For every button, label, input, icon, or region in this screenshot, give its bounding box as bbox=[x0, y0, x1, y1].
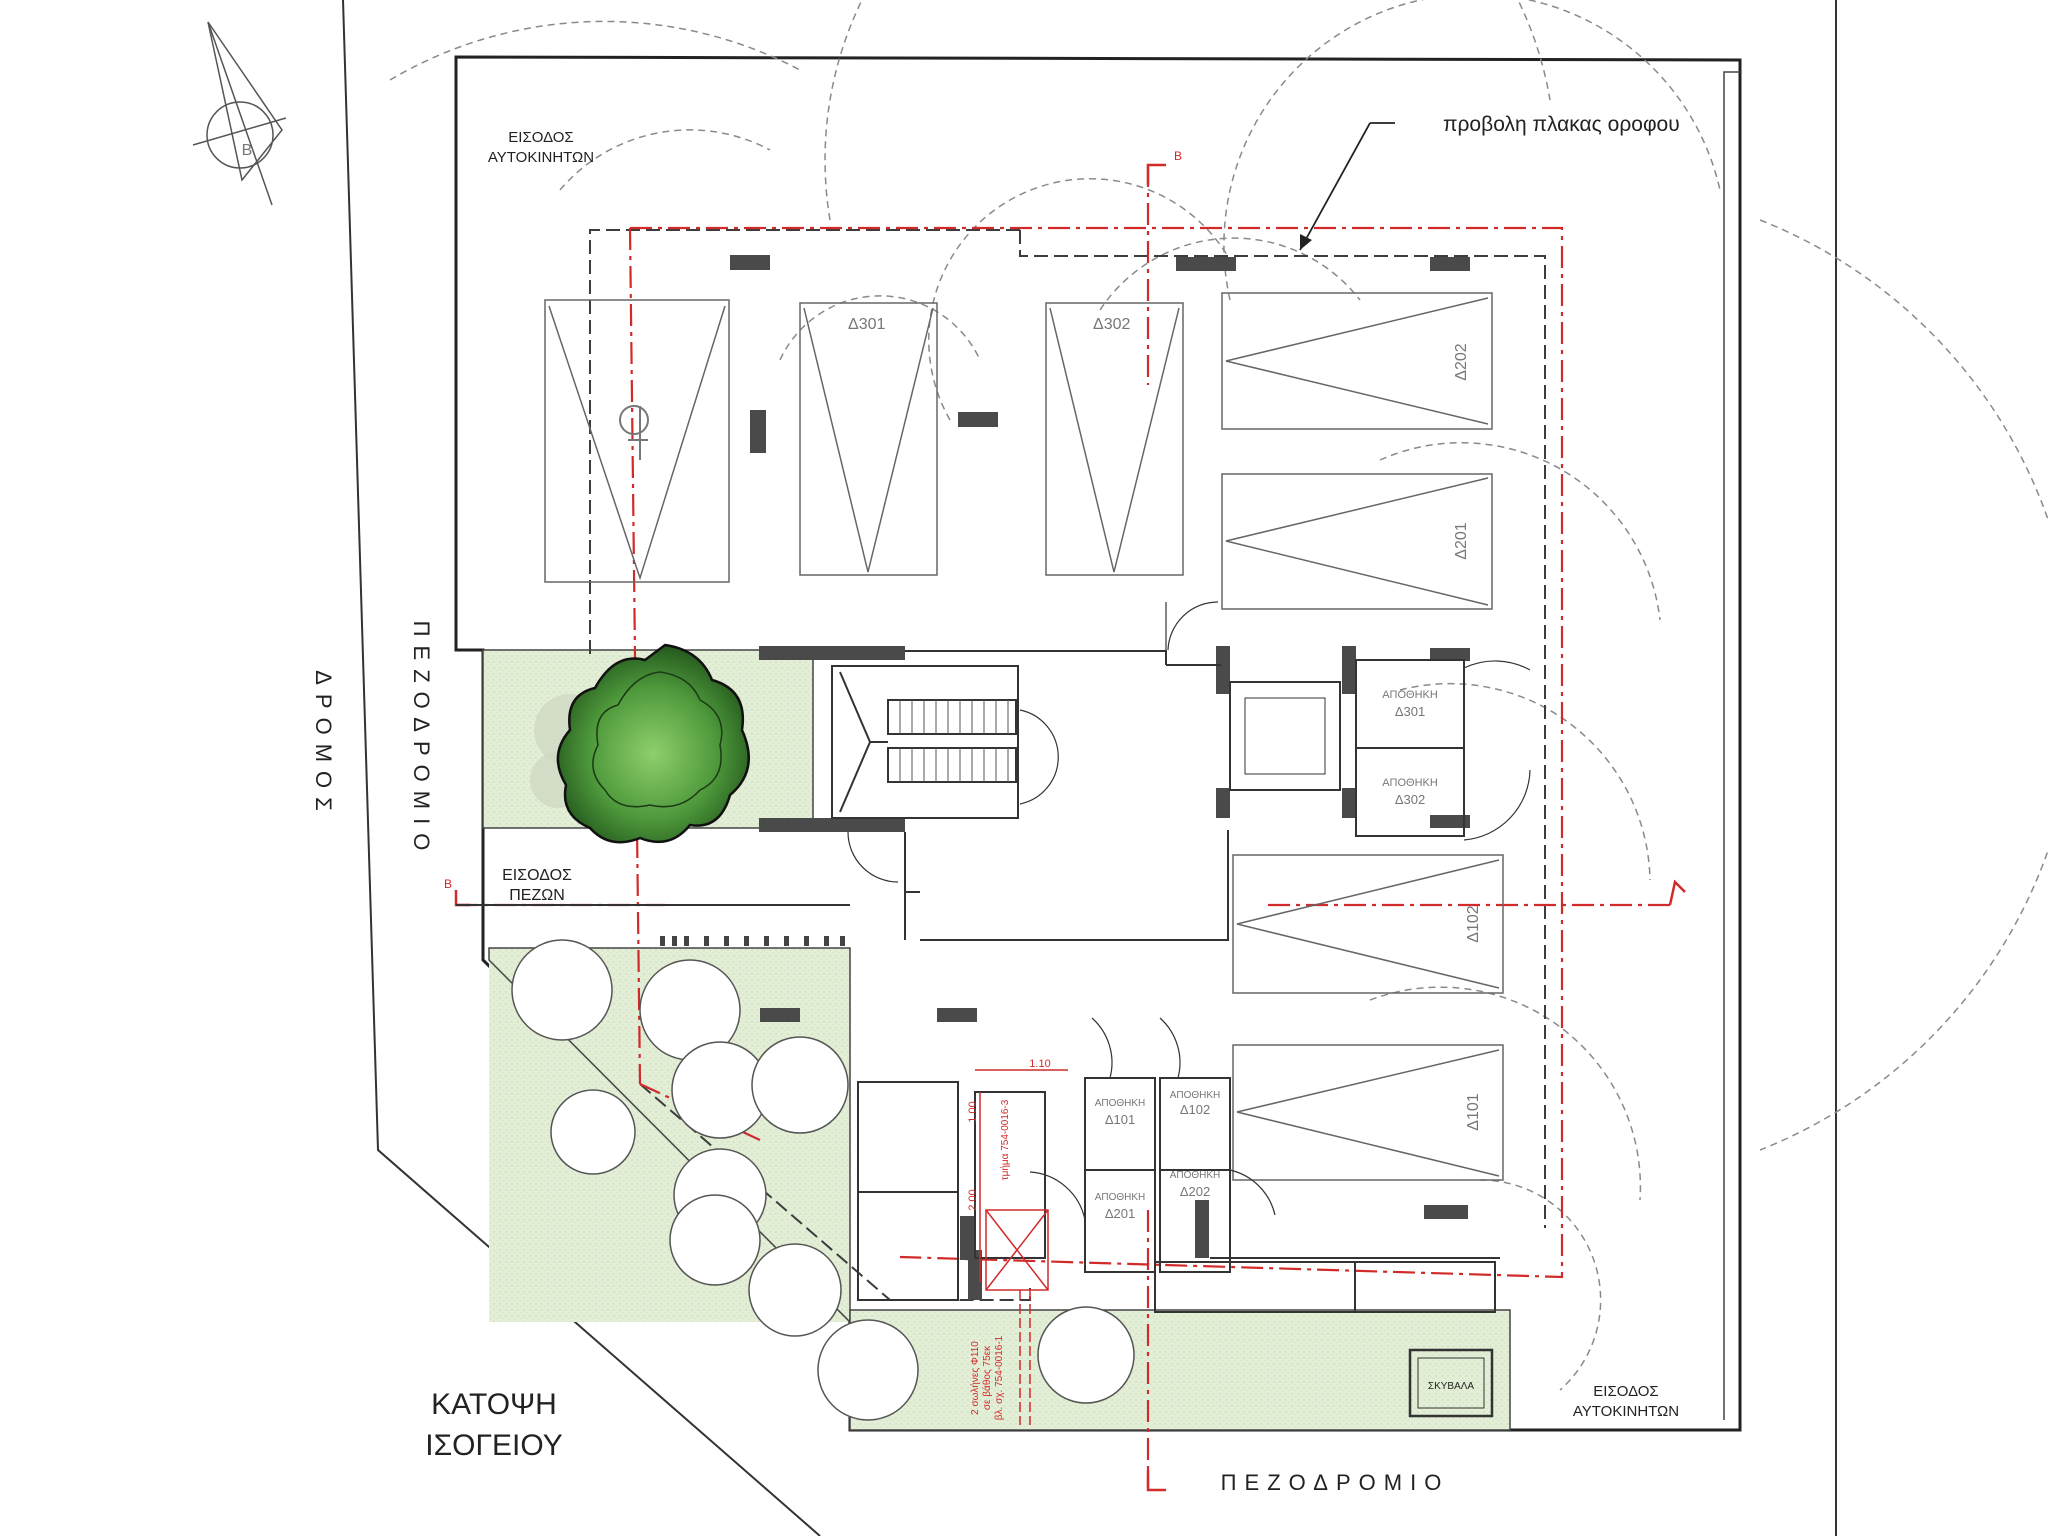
car-entrance-bottom-line2: ΑΥΤΟΚΙΝΗΤΩΝ bbox=[1573, 1403, 1679, 1420]
north-arrow-icon bbox=[192, 21, 287, 206]
dimension-200: 2.00 bbox=[967, 1189, 979, 1210]
drawing-title-line2: ΙΣΟΓΕΙΟΥ bbox=[425, 1429, 562, 1462]
utility-dimensions bbox=[975, 1069, 1068, 1425]
structural-columns bbox=[730, 255, 1470, 1300]
north-letter: Β bbox=[242, 142, 253, 159]
sidewalk-south-label: ΠΕΖΟΔΡΟΜΙΟ bbox=[1221, 1470, 1450, 1495]
bottom-strip bbox=[1154, 1257, 1500, 1418]
parking-top-row bbox=[544, 299, 1184, 583]
dimension-100: 1.00 bbox=[967, 1101, 979, 1122]
car-entrance-top-line2: ΑΥΤΟΚΙΝΗΤΩΝ bbox=[488, 149, 594, 166]
pipe-note-2: σε βάθος 75εκ bbox=[981, 1345, 993, 1410]
parking-label-d301: Δ301 bbox=[848, 316, 885, 333]
street-label: ΔΡΟΜΟΣ bbox=[311, 670, 336, 820]
pipe-note-4: τμήμα 754-0016-3 bbox=[999, 1099, 1011, 1180]
storage-label-d201: Δ201 bbox=[1105, 1206, 1135, 1221]
storage-heading-d202: ΑΠΟΘΗΚΗ bbox=[1170, 1170, 1221, 1181]
storage-heading-d302: ΑΠΟΘΗΚΗ bbox=[1382, 777, 1438, 789]
car-entrance-top-line1: ΕΙΣΟΔΟΣ bbox=[508, 129, 573, 146]
accessible-parking-icon bbox=[619, 405, 649, 460]
storage-heading-d201: ΑΠΟΘΗΚΗ bbox=[1095, 1192, 1146, 1203]
storage-label-d202: Δ202 bbox=[1180, 1184, 1210, 1199]
pipe-note-3: βλ. σχ. 754-0016-1 bbox=[994, 1335, 1005, 1420]
roof-note-leader bbox=[1299, 122, 1371, 251]
storage-heading-d102: ΑΠΟΘΗΚΗ bbox=[1170, 1090, 1221, 1101]
garden-trees bbox=[511, 939, 1135, 1421]
parking-label-d101: Δ101 bbox=[1465, 1093, 1482, 1130]
parking-label-d201: Δ201 bbox=[1453, 522, 1470, 559]
section-marker-top: Β bbox=[1174, 149, 1182, 163]
parking-label-d202: Δ202 bbox=[1453, 343, 1470, 380]
storage-heading-d301: ΑΠΟΘΗΚΗ bbox=[1382, 689, 1438, 701]
roof-projection-note: προβολη πλακας οροφου bbox=[1443, 113, 1680, 136]
dimension-110: 1.10 bbox=[1029, 1058, 1050, 1070]
section-marker-left: Β bbox=[444, 877, 452, 891]
parking-label-d102: Δ102 bbox=[1465, 905, 1482, 942]
storage-upper bbox=[1355, 659, 1531, 841]
roof-note-arrowhead bbox=[1300, 234, 1312, 250]
pedestrian-entrance-line1: ΕΙΣΟΔΟΣ bbox=[502, 867, 572, 884]
car-entrance-bottom-line1: ΕΙΣΟΔΟΣ bbox=[1593, 1383, 1658, 1400]
building-core bbox=[831, 601, 1341, 941]
parking-label-d302: Δ302 bbox=[1093, 316, 1130, 333]
sidewalk-west-label: ΠΕΖΟΔΡΟΜΙΟ bbox=[409, 621, 434, 860]
storage-label-d301: Δ301 bbox=[1395, 704, 1425, 719]
storage-label-d101: Δ101 bbox=[1105, 1112, 1135, 1127]
storage-heading-d101: ΑΠΟΘΗΚΗ bbox=[1095, 1098, 1146, 1109]
garbage-label: ΣΚΥΒΑΛΑ bbox=[1428, 1381, 1475, 1392]
storage-label-d102: Δ102 bbox=[1180, 1102, 1210, 1117]
storage-label-d302: Δ302 bbox=[1395, 792, 1425, 807]
pedestrian-entrance-line2: ΠΕΖΩΝ bbox=[509, 887, 565, 904]
entry-bollards bbox=[660, 936, 845, 946]
stair-treads bbox=[899, 700, 1009, 782]
street-edges bbox=[342, 0, 1837, 1536]
pipe-note-1: 2 σωλήνες Φ110 bbox=[969, 1341, 981, 1415]
tree-large bbox=[530, 643, 750, 844]
drawing-title-line1: ΚΑΤΟΨΗ bbox=[431, 1388, 557, 1421]
parking-right-column bbox=[1221, 292, 1504, 1181]
